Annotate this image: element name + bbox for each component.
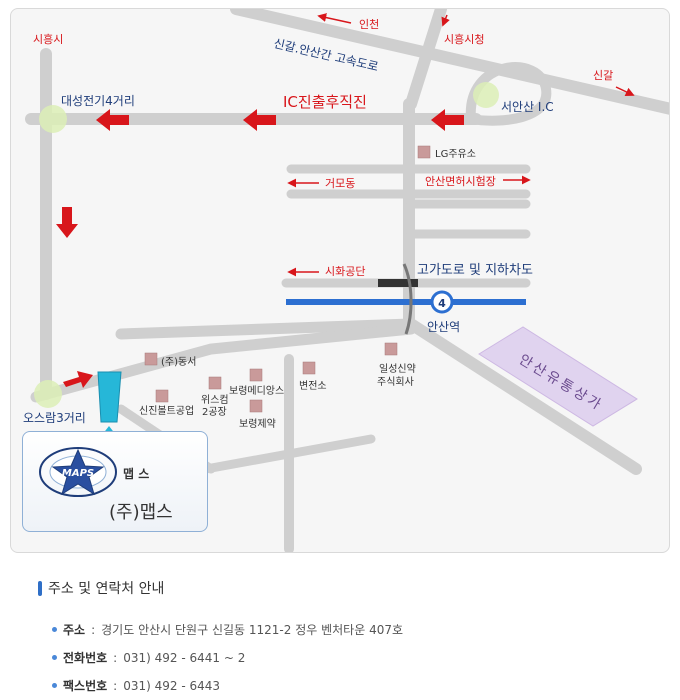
company-name: (주)맵스	[109, 502, 173, 523]
subway-line-number: 4	[438, 297, 446, 310]
building-boryeong-pharma	[249, 399, 263, 413]
phone-label: 전화번호	[63, 651, 108, 665]
label-sihwa: 시화공단	[325, 265, 365, 278]
fax-label: 팩스번호	[63, 679, 108, 693]
label-geomo-dong: 거모동	[325, 177, 355, 190]
building-dongseo	[144, 352, 158, 366]
fax-value: 031) 492 - 6443	[123, 678, 221, 693]
road-south-2	[201, 434, 376, 474]
company-kor-small: 맵 스	[123, 467, 150, 481]
label-sinjin: 신진볼트공업	[139, 404, 194, 417]
label-siheung-sicheong: 시흥시청	[444, 32, 484, 46]
title-bar-icon	[38, 580, 42, 596]
ic-loop	[465, 62, 552, 126]
road-osram	[30, 323, 417, 403]
label-daesung-4way: 대성전기4거리	[61, 94, 135, 108]
bullet-icon	[52, 683, 57, 688]
building-boryeong-medi	[249, 368, 263, 382]
road-diagonal-south	[115, 318, 417, 340]
address-value: 경기도 안산시 단원구 신길동 1121-2 정우 벤처타운 407호	[101, 623, 404, 637]
label-osram: 오스람3거리	[23, 411, 86, 425]
separator: :	[113, 650, 118, 665]
company-card: MAPS 맵 스 (주)맵스	[22, 431, 208, 532]
overpass-marker	[378, 279, 418, 287]
logo-text: MAPS	[62, 468, 94, 479]
bullet-icon	[52, 655, 57, 660]
address-label: 주소	[63, 623, 86, 637]
building-lg-gas	[417, 145, 431, 159]
arrow-left-2	[243, 109, 276, 131]
bullet-icon	[52, 627, 57, 632]
label-wiscom-1: 위스컴	[201, 393, 229, 406]
building-wiscom	[208, 376, 222, 390]
label-ic-straight: IC진출후직진	[283, 93, 367, 111]
phone-value: 031) 492 - 6441 ~ 2	[123, 650, 246, 665]
roads	[25, 9, 669, 552]
arrow-right-osram	[63, 371, 93, 388]
label-boryeong-pharma: 보령제약	[239, 418, 276, 430]
map-frame: 4 시흥시 신갈.안산간 고속도로 인천 시흥시청 신갈 대성전기4거리 IC진…	[10, 8, 670, 553]
road-ansan-station	[405, 318, 642, 475]
junction-osram	[34, 380, 62, 408]
building-substation	[302, 361, 316, 375]
company-building	[97, 371, 122, 423]
junction-daesung	[39, 105, 67, 133]
arrow-singal	[615, 86, 635, 97]
highway	[230, 9, 669, 115]
junction-seoan-ic	[473, 82, 499, 108]
label-ilsung-1: 일성신약	[379, 363, 416, 375]
address-row: 주소 : 경기도 안산시 단원구 신길동 1121-2 정우 벤처타운 407호	[52, 621, 403, 638]
arrow-down	[56, 207, 78, 238]
ansan-mall-area	[478, 326, 638, 427]
label-lg-gas: LG주유소	[435, 148, 476, 160]
direction-arrows	[56, 109, 464, 388]
arrow-left-1	[431, 109, 464, 131]
building-sinjin	[155, 389, 169, 403]
separator: :	[113, 678, 118, 693]
maps-logo: MAPS	[39, 447, 117, 497]
separator: :	[91, 622, 96, 637]
building-ilsung	[384, 342, 398, 356]
map-canvas: 4 시흥시 신갈.안산간 고속도로 인천 시흥시청 신갈 대성전기4거리 IC진…	[23, 9, 669, 552]
label-ilsung-2: 주식회사	[377, 376, 414, 388]
road-siheungsicheong	[405, 9, 447, 110]
contact-title-text: 주소 및 연락처 안내	[48, 581, 165, 597]
arrow-incheon	[317, 13, 352, 24]
label-ansan-license: 안산면허시험장	[425, 175, 496, 188]
label-overpass: 고가도로 및 지하차도	[417, 263, 533, 278]
label-siheung-si: 시흥시	[33, 32, 63, 46]
arrow-siheungsicheong	[441, 14, 450, 27]
contact-title: 주소 및 연락처 안내	[38, 578, 164, 598]
label-wiscom-2: 2공장	[202, 406, 227, 418]
arrow-left-3	[96, 109, 129, 131]
label-incheon: 인천	[359, 17, 379, 31]
subway-station-marker	[430, 290, 454, 314]
label-seoan-ic: 서안산 I.C	[501, 100, 554, 114]
label-boryeong-medi: 보령메디앙스	[229, 385, 284, 397]
label-substation: 변전소	[299, 380, 327, 392]
fax-row: 팩스번호 : 031) 492 - 6443	[52, 677, 220, 694]
overpass-curve	[402, 263, 413, 335]
label-dongseo: (주)동서	[161, 356, 196, 368]
phone-row: 전화번호 : 031) 492 - 6441 ~ 2	[52, 649, 245, 666]
label-singal: 신갈	[593, 68, 613, 82]
label-ansan-station: 안산역	[427, 320, 460, 334]
